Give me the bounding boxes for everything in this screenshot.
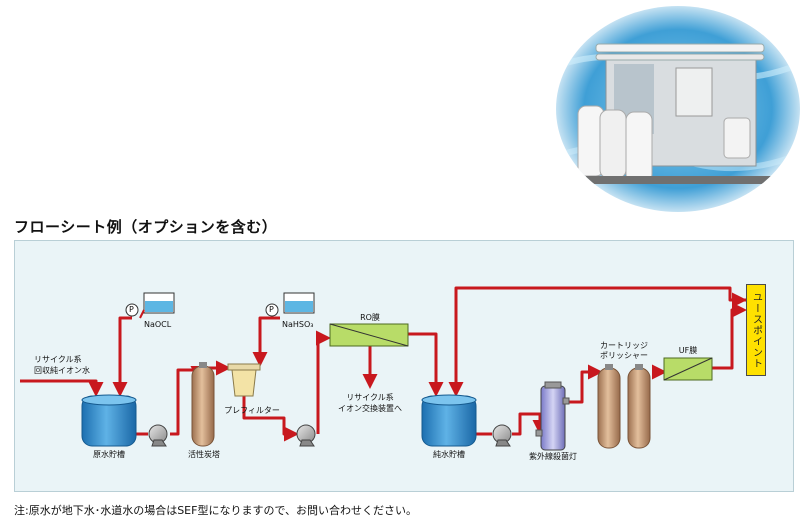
ro-reject-label-2: イオン交換装置へ (338, 404, 402, 413)
nahso3-label: NaHSO₃ (282, 320, 314, 329)
cartridge-label-2: ポリッシャー (600, 351, 648, 360)
pump-2-icon (296, 424, 316, 447)
naocl-label: NaOCL (144, 320, 172, 329)
activated-carbon-tower (191, 362, 215, 447)
ro-reject-label-1: リサイクル系 (346, 393, 394, 402)
use-point-label: ユースポイント (750, 291, 762, 369)
ro-membrane-label: RO膜 (360, 313, 380, 322)
pump-1-icon (148, 424, 168, 447)
naocl-dosing-tank (139, 292, 175, 319)
uv-sterilizer (535, 381, 570, 451)
cartridge-polisher-1 (597, 364, 621, 449)
footnote: 注:原水が地下水･水道水の場合はSEF型になりますので、お問い合わせください。 (14, 504, 418, 517)
dosing-pump-2-label: P (269, 305, 274, 314)
pipe-uf-usepoint (712, 302, 747, 370)
activated-carbon-label: 活性炭塔 (188, 450, 220, 459)
dosing-pump-1-icon (125, 303, 139, 317)
pipe-prefilter-pump2 (242, 396, 299, 442)
prefilter (227, 363, 261, 397)
uv-sterilizer-label: 紫外線殺菌灯 (529, 452, 577, 461)
pipe-ro-permeate (408, 332, 444, 397)
pipe-naocl-dose (112, 316, 132, 397)
pure-water-tank (421, 394, 477, 447)
use-point-box: ユースポイント (746, 284, 766, 376)
ro-membrane (329, 323, 409, 347)
raw-water-tank-label: 原水貯槽 (93, 450, 125, 459)
dosing-pump-1-label: P (129, 305, 134, 314)
prefilter-label: プレフィルター (224, 406, 280, 415)
raw-water-tank (81, 394, 137, 447)
cartridge-label-1: カートリッジ (600, 341, 648, 350)
cartridge-polisher-2 (627, 364, 651, 449)
uf-membrane (663, 357, 713, 381)
pipe-uv-cartridge (566, 364, 603, 404)
recycle-inlet-label-2: 回収純イオン水 (34, 366, 90, 375)
pure-water-tank-label: 純水貯槽 (433, 450, 465, 459)
pipe-recycle-inlet (20, 379, 104, 397)
flow-sheet-title: フローシート例（オプションを含む） (14, 218, 278, 236)
pump-3-icon (492, 424, 512, 447)
dosing-pump-2-icon (265, 303, 279, 317)
uf-membrane-label: UF膜 (678, 346, 698, 355)
pipe-pump2-ro (316, 330, 331, 434)
nahso3-dosing-tank (283, 292, 315, 314)
pipe-nahso3-dose (252, 316, 280, 367)
equipment-photo (556, 6, 800, 212)
recycle-inlet-label-1: リサイクル系 (34, 355, 82, 364)
pipe-pump3-uv (512, 412, 548, 436)
